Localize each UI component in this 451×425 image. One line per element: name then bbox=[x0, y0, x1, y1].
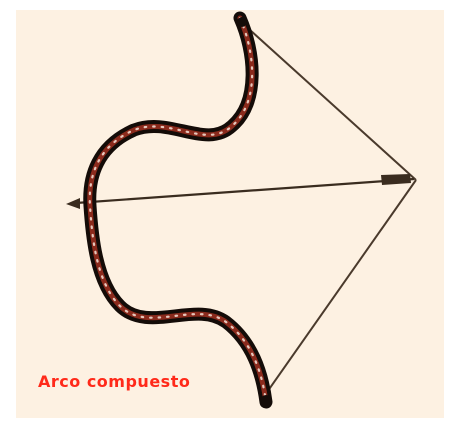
arrow-nock bbox=[381, 174, 411, 185]
limb-tips bbox=[237, 17, 271, 405]
bow-limb-inlay bbox=[87, 15, 269, 405]
diagram-caption: Arco compuesto bbox=[38, 372, 191, 391]
bow-limb-shadow bbox=[83, 11, 273, 409]
bow-limbs bbox=[83, 11, 273, 409]
upper-limb-tip bbox=[237, 17, 247, 27]
arrow bbox=[66, 174, 415, 209]
bow-string-lower bbox=[264, 179, 417, 396]
arrow-shaft bbox=[75, 177, 415, 205]
bow-string-upper bbox=[249, 29, 417, 181]
lower-limb-tip bbox=[261, 395, 271, 405]
arrow-head bbox=[66, 198, 80, 209]
bow-string bbox=[249, 29, 417, 396]
